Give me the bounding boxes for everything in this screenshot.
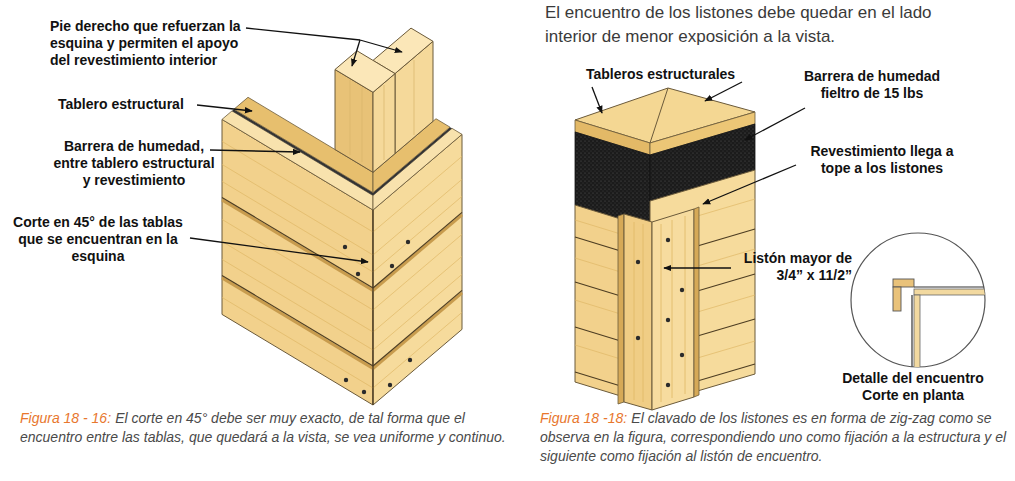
- nail: [362, 390, 366, 394]
- nails: [343, 240, 412, 394]
- callout-label: Pie derecho que refuerzan la esquina y p…: [50, 18, 255, 69]
- grain-line: [373, 312, 462, 388]
- nail: [666, 383, 670, 387]
- nails: [636, 238, 684, 387]
- callout-label: Barrera de humedad, entre tablero estruc…: [51, 138, 217, 189]
- callout-label: Listón mayor de 3/4” x 11/2”: [737, 250, 852, 284]
- mitre-joint: [372, 210, 373, 405]
- stud-grain: [350, 60, 414, 162]
- nail: [344, 378, 348, 382]
- corner-board-grain: [634, 216, 685, 402]
- corner-board-section: [893, 279, 914, 287]
- leader-line: [352, 40, 360, 66]
- grain-line: [222, 219, 373, 310]
- leader-line: [703, 165, 796, 204]
- grain-line: [634, 222, 635, 400]
- leader-line: [745, 108, 805, 140]
- nail: [666, 238, 670, 242]
- grain-line: [362, 87, 363, 162]
- grain-line: [222, 259, 373, 350]
- grain-line: [672, 220, 673, 398]
- leader-line: [246, 28, 360, 40]
- grain-line: [373, 256, 462, 332]
- corner-board-figure: [575, 88, 994, 410]
- corner-board-large: [652, 209, 694, 410]
- corner-board-small: [624, 214, 652, 410]
- detail-label: Detalle del encuentro Corte en planta: [833, 370, 993, 404]
- wall-section: [914, 289, 994, 295]
- felt-line: [914, 286, 994, 287]
- plan-detail: [893, 279, 994, 375]
- leader-line: [197, 105, 252, 111]
- grain-line: [414, 60, 415, 135]
- board-joint: [222, 275, 373, 366]
- board-joint: [373, 212, 462, 288]
- leader-line: [705, 82, 742, 101]
- joint-shadow: [373, 293, 462, 369]
- grain-line: [384, 85, 385, 160]
- joint-shadow: [222, 278, 373, 369]
- corner-board-edge: [618, 214, 624, 404]
- board-seam: [650, 88, 668, 143]
- figure-note: El encuentro de los listones debe quedar…: [545, 1, 945, 49]
- caption-number: Figura 18 - 16:: [20, 410, 111, 426]
- grain-line: [685, 216, 686, 394]
- caption-block: Figura 18 -18:El clavado de los listones…: [540, 409, 1008, 466]
- nail: [680, 353, 684, 357]
- nail: [343, 245, 347, 249]
- leader-line: [190, 238, 368, 262]
- nail: [666, 318, 670, 322]
- grain-line: [661, 224, 662, 402]
- leader-lines: [190, 28, 805, 268]
- grain-line: [373, 274, 462, 350]
- board-joints: [222, 197, 462, 368]
- nail: [408, 358, 412, 362]
- mitred-corner-figure: [222, 28, 462, 405]
- board-joint: [222, 197, 373, 288]
- corner-board-edge: [694, 207, 699, 397]
- callout-label: Tablero estructural: [58, 96, 194, 113]
- wall-section: [914, 295, 920, 375]
- caption-block: Figura 18 - 16:El corte en 45° debe ser …: [20, 409, 510, 447]
- board-joint: [373, 290, 462, 366]
- callout-label: Corte en 45° de las tablas que se encuen…: [12, 214, 184, 265]
- callout-label: Barrera de humedad fieltro de 15 lbs: [797, 68, 947, 102]
- grain-line: [222, 297, 373, 388]
- callout-label: Revestimiento llega a tope a los listone…: [802, 143, 962, 177]
- grain-line: [222, 241, 373, 332]
- stud-top: [335, 51, 395, 93]
- grain-line: [350, 80, 351, 155]
- joint-shadow: [373, 215, 462, 291]
- nail: [636, 260, 640, 264]
- nail: [680, 288, 684, 292]
- leader-line: [360, 40, 402, 52]
- leader-line: [592, 87, 602, 113]
- grain-line: [373, 234, 462, 310]
- nail: [636, 336, 640, 340]
- leader-line: [210, 150, 300, 152]
- felt-line: [911, 295, 912, 375]
- nail: [356, 272, 360, 276]
- nail: [406, 240, 410, 244]
- grain-line: [373, 196, 462, 272]
- nail: [388, 383, 392, 387]
- callout-label: Tableros estructurales: [586, 66, 742, 83]
- corner-board-section: [893, 287, 901, 311]
- nail: [390, 264, 394, 268]
- leader-line: [664, 267, 731, 268]
- grain-line: [643, 224, 644, 402]
- caption-number: Figura 18 -18:: [540, 410, 627, 426]
